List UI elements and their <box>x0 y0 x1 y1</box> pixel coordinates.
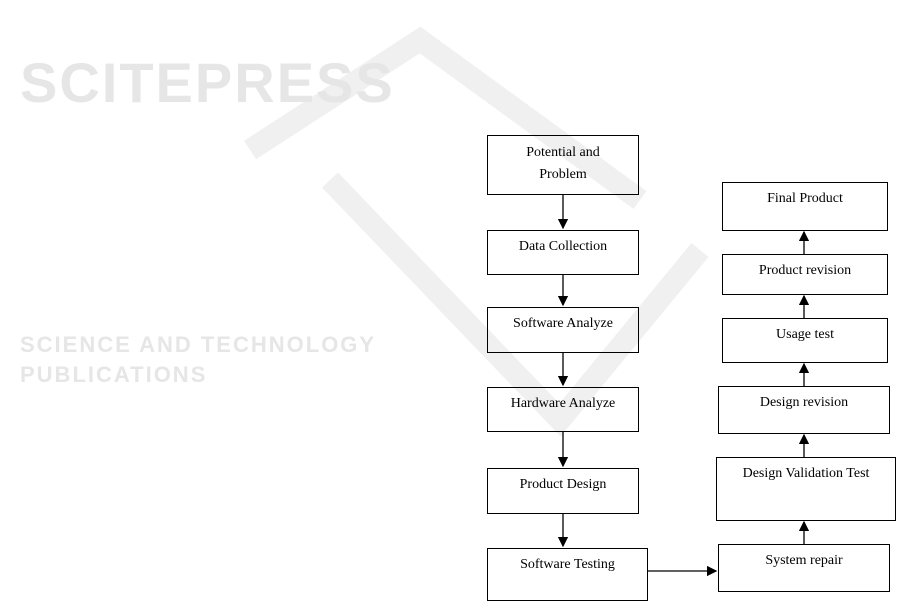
watermark-title: SCITEPRESS <box>20 51 395 114</box>
step-system-repair: System repair <box>718 544 890 592</box>
step-potential-and-problem: Potential and Problem <box>487 135 639 195</box>
step-design-validation-test: Design Validation Test <box>716 457 896 521</box>
step-hardware-analyze: Hardware Analyze <box>487 387 639 432</box>
step-design-revision: Design revision <box>718 386 890 434</box>
step-product-revision: Product revision <box>722 254 888 295</box>
step-data-collection: Data Collection <box>487 230 639 275</box>
step-software-testing: Software Testing <box>487 548 648 601</box>
step-software-analyze: Software Analyze <box>487 307 639 353</box>
watermark-subtitle: SCIENCE AND TECHNOLOGY PUBLICATIONS <box>20 332 376 387</box>
step-final-product: Final Product <box>722 182 888 231</box>
step-product-design: Product Design <box>487 468 639 514</box>
step-usage-test: Usage test <box>722 318 888 363</box>
